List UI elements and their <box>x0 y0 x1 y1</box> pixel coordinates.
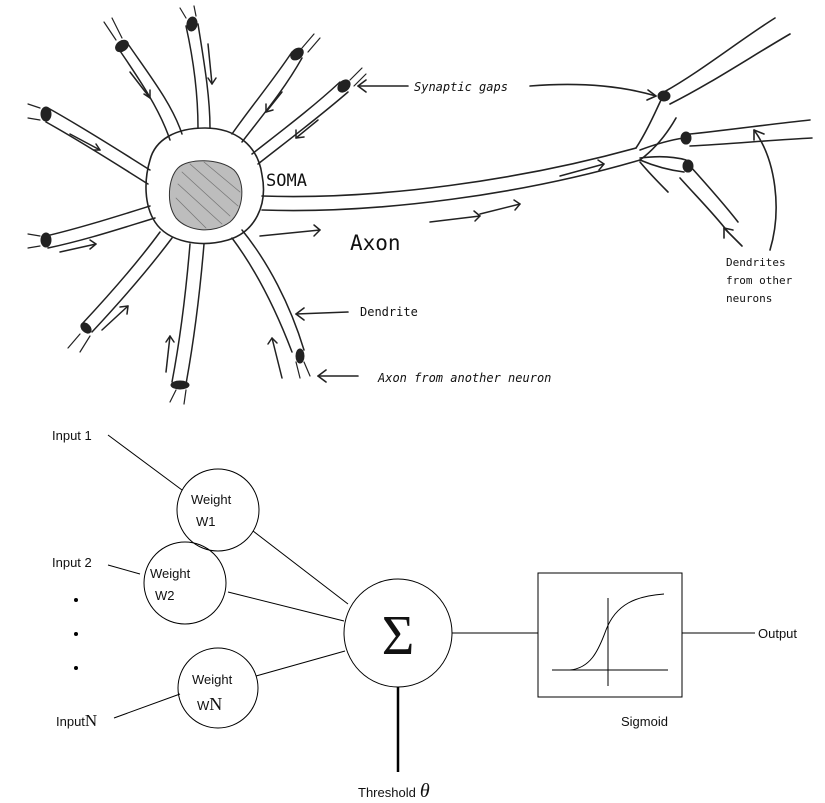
synaptic-gaps-label: Synaptic gaps <box>414 80 508 94</box>
axon-from-another-neuron-label: Axon from another neuron <box>377 371 551 385</box>
sum-symbol: Σ <box>382 605 415 667</box>
dendrites-other-label-line2: from other <box>726 274 793 287</box>
weight-wn-node <box>178 648 258 728</box>
output-label: Output <box>758 626 797 641</box>
input2-connector <box>108 565 140 574</box>
weight-w2-line1: Weight <box>150 566 191 581</box>
inputN-label: InputN <box>56 711 97 730</box>
threshold-symbol: θ <box>420 780 430 802</box>
weight-w1-line1: Weight <box>191 492 232 507</box>
dendrites-other-label-line1: Dendrites <box>726 256 786 269</box>
input1-label: Input 1 <box>52 428 92 443</box>
dendrite-label: Dendrite <box>360 305 418 319</box>
weight-wn-symbol: N <box>209 694 222 714</box>
weight-wn-prefix: W <box>197 698 210 713</box>
weight-w1-line2: W1 <box>196 514 216 529</box>
wn-to-sum-connector <box>256 651 345 676</box>
sigmoid-graph <box>552 594 668 686</box>
threshold-text: Threshold <box>358 785 416 800</box>
weight-w1-node <box>177 469 259 551</box>
threshold-label: Threshold θ <box>358 780 430 802</box>
inputN-prefix: Input <box>56 714 85 729</box>
dendrites-other-label-line3: neurons <box>726 292 772 305</box>
synapse-terminals <box>41 16 693 389</box>
axon <box>262 18 812 232</box>
axon-label: Axon <box>350 231 401 255</box>
biological-neuron-sketch <box>28 6 812 404</box>
inputN-symbol: N <box>85 711 97 730</box>
weight-w2-line2: W2 <box>155 588 175 603</box>
nucleus-shading <box>169 161 241 230</box>
weight-wn-line1: Weight <box>192 672 233 687</box>
soma-label: SOMA <box>266 171 307 191</box>
flow-arrows <box>60 44 604 378</box>
input2-label: Input 2 <box>52 555 92 570</box>
sigmoid-box <box>538 573 682 697</box>
more-inputs-ellipsis <box>74 598 78 670</box>
w2-to-sum-connector <box>228 592 344 621</box>
input1-connector <box>108 435 182 490</box>
sigmoid-label: Sigmoid <box>621 714 668 729</box>
weight-wn-line2: WN <box>197 694 222 714</box>
w1-to-sum-connector <box>253 531 348 604</box>
inputN-connector <box>114 694 180 718</box>
weight-w2-node <box>144 542 226 624</box>
